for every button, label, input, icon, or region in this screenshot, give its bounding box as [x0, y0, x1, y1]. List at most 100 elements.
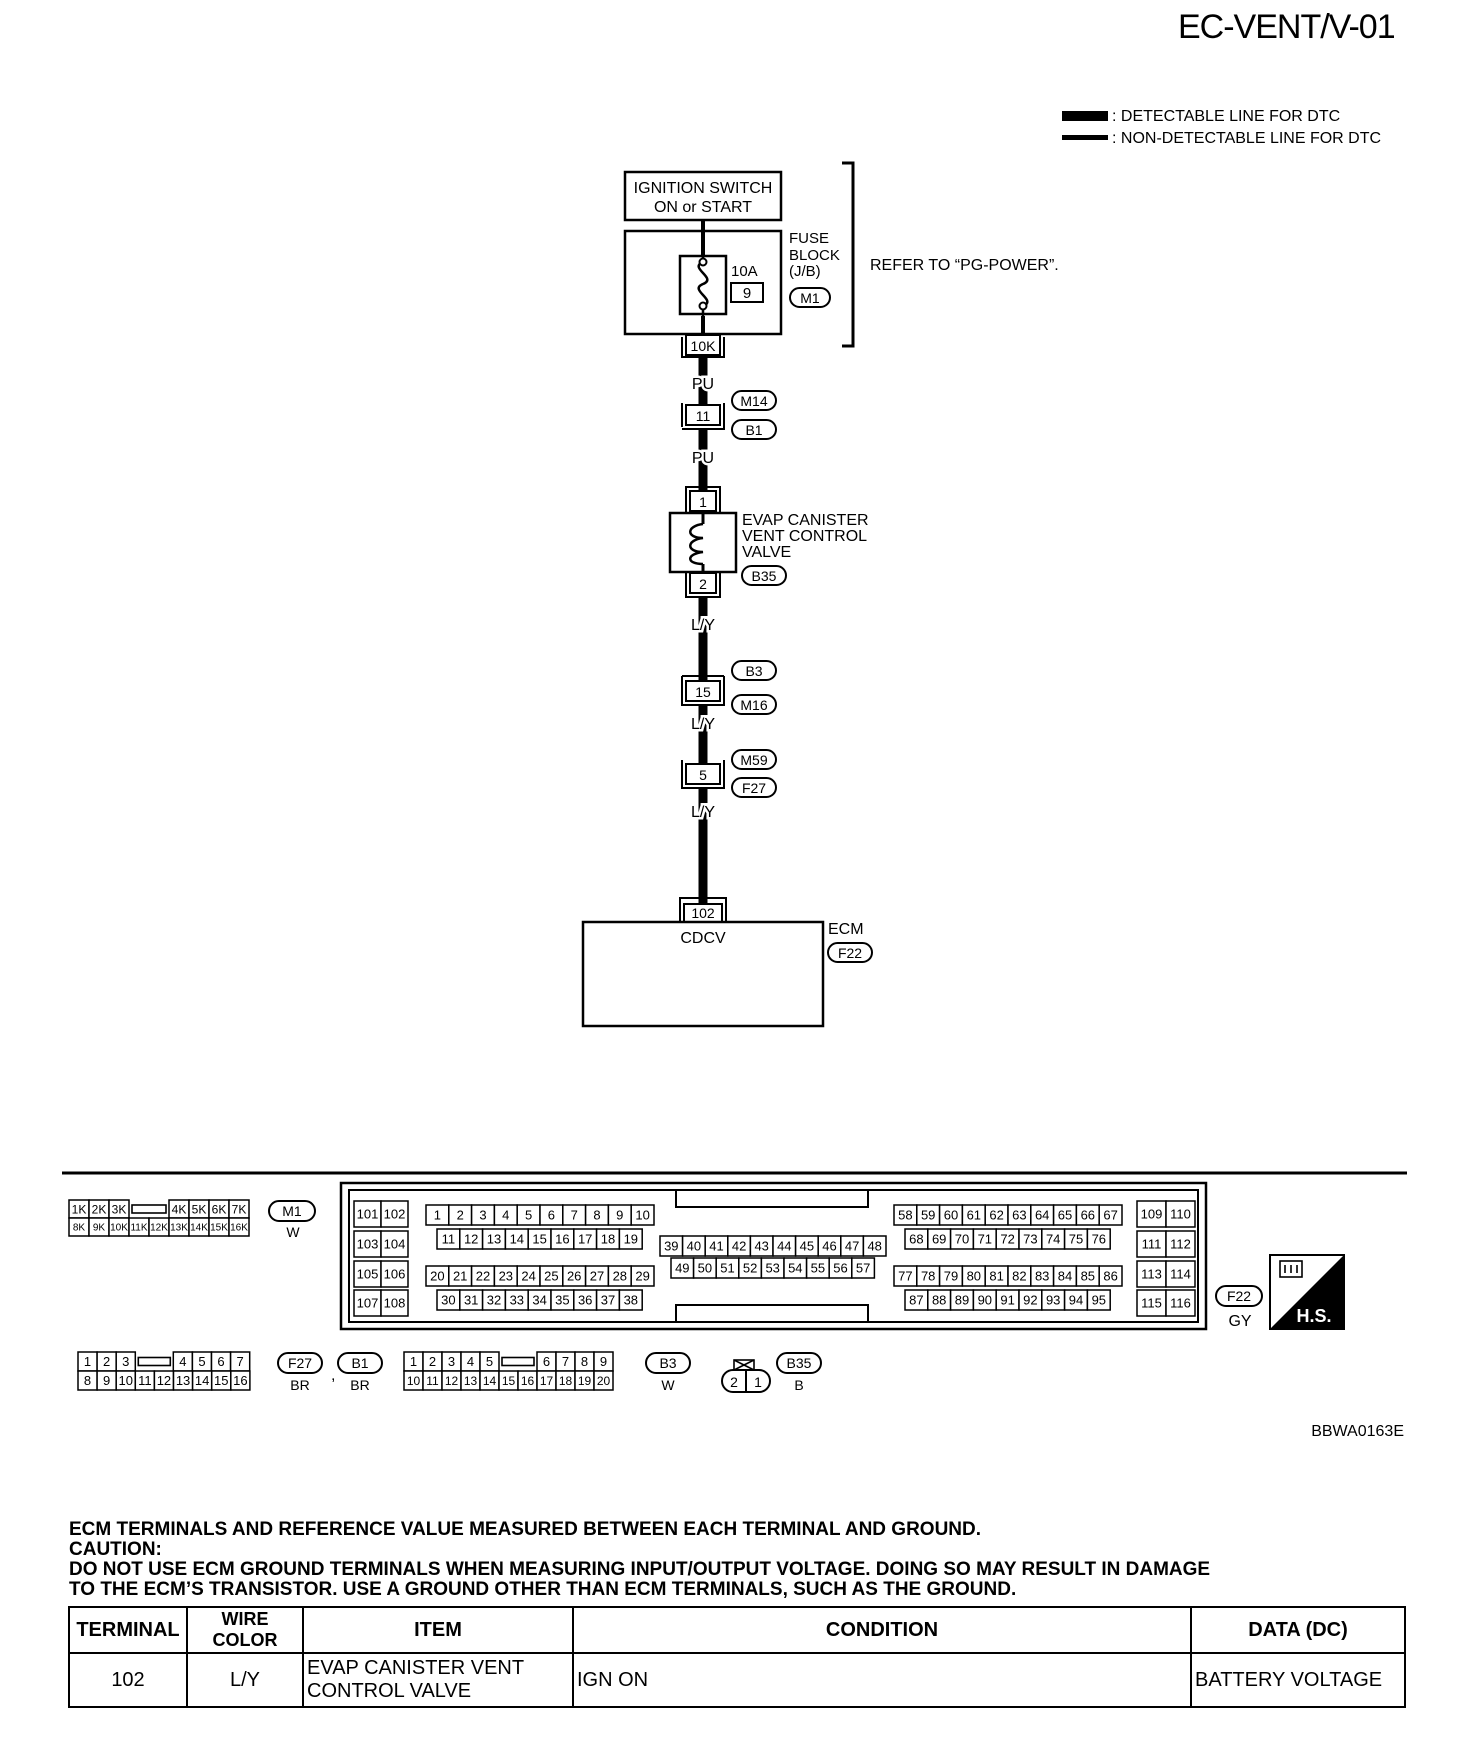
joint-connector-5-box: [685, 763, 721, 785]
f22-pin: 15: [532, 1232, 546, 1247]
notes-line-1: ECM TERMINALS AND REFERENCE VALUE MEASUR…: [69, 1519, 982, 1540]
f22-pin: 74: [1046, 1232, 1060, 1247]
b3-cell: [593, 1370, 614, 1391]
f22-cell: [1165, 1289, 1196, 1317]
f22-pin: 73: [1023, 1232, 1037, 1247]
b3-pin: 2: [429, 1354, 436, 1369]
f22-pin: 26: [567, 1269, 581, 1284]
f22-pin: 115: [1141, 1296, 1162, 1311]
figure-id: BBWA0163E: [1311, 1423, 1404, 1440]
connector-face-b35-color: B: [794, 1377, 803, 1393]
m1-pin: 2K: [92, 1202, 107, 1216]
f27-pin: 9: [103, 1373, 110, 1388]
cell-condition: IGN ON: [572, 1652, 1192, 1708]
f22-pin: 55: [811, 1261, 825, 1276]
f22-pin: 79: [944, 1269, 958, 1284]
f22-cell: [353, 1260, 382, 1288]
m1-pin: 7K: [232, 1202, 247, 1216]
f22-pin: 116: [1170, 1296, 1191, 1311]
b3-pin: 15: [502, 1374, 516, 1388]
ecm-label: ECM: [828, 921, 864, 938]
f22-pin: 101: [357, 1207, 379, 1222]
m1-key: [131, 1204, 167, 1214]
b3-pin: 11: [426, 1374, 439, 1388]
fuse-block-label-2: BLOCK: [789, 247, 840, 264]
f27-pin: 13: [176, 1373, 190, 1388]
f22-pin: 102: [384, 1207, 406, 1222]
f22-pin: 24: [521, 1269, 535, 1284]
fuse-number: 9: [743, 285, 751, 302]
m1-pin: 10K: [110, 1223, 128, 1234]
f22-pin: 67: [1103, 1208, 1117, 1223]
f22-cell: [630, 1204, 655, 1226]
f22-pin: 62: [989, 1208, 1003, 1223]
connector-tag-b35: [741, 565, 787, 586]
connector-face-separator: ,: [331, 1367, 335, 1384]
f22-cell: [353, 1289, 382, 1317]
f22-pin: 111: [1142, 1237, 1162, 1252]
header-terminal: TERMINAL: [68, 1606, 188, 1654]
f27-pin: 14: [195, 1373, 209, 1388]
connector-face-b1-color: BR: [350, 1377, 369, 1393]
f22-pin: 14: [510, 1232, 524, 1247]
connector-face-b1-id: B1: [351, 1355, 368, 1371]
f22-cell: [1165, 1200, 1196, 1228]
solenoid-coil-icon: [689, 522, 704, 566]
legend-non-detectable-text: : NON-DETECTABLE LINE FOR DTC: [1112, 130, 1381, 147]
f22-pin: 29: [635, 1269, 649, 1284]
f22-pin: 92: [1023, 1293, 1037, 1308]
connector-tag-m1: [789, 287, 831, 308]
cell-data: BATTERY VOLTAGE: [1190, 1652, 1406, 1708]
f22-pin: 18: [601, 1232, 615, 1247]
f22-cell: [630, 1265, 655, 1287]
f22-pin: 95: [1092, 1293, 1106, 1308]
f22-pin: 69: [932, 1232, 946, 1247]
b3-pin: 19: [578, 1374, 592, 1388]
f22-pin: 56: [833, 1261, 847, 1276]
f22-pin: 83: [1035, 1269, 1049, 1284]
cell-item: EVAP CANISTER VENT CONTROL VALVE: [302, 1652, 574, 1708]
ecm-terminal-table: TERMINAL WIRE COLOR ITEM CONDITION DATA …: [68, 1606, 1406, 1708]
f22-pin: 58: [898, 1208, 912, 1223]
b3-pin: 5: [486, 1354, 493, 1369]
f22-pin: 43: [754, 1239, 768, 1254]
f22-pin: 57: [856, 1261, 870, 1276]
f22-pin: 34: [532, 1293, 546, 1308]
f22-cell: [862, 1235, 887, 1257]
connector-face-b35-id: B35: [787, 1355, 812, 1371]
header-condition: CONDITION: [572, 1606, 1192, 1654]
f22-cell: [1086, 1228, 1111, 1250]
connector-tag-f27: [731, 777, 777, 798]
b3-pin: 20: [597, 1374, 611, 1388]
b3-pin: 4: [467, 1354, 474, 1369]
f22-pin: 84: [1058, 1269, 1072, 1284]
f22-pin: 89: [955, 1293, 969, 1308]
f22-pin: 22: [476, 1269, 490, 1284]
f22-pin: 8: [593, 1208, 600, 1223]
f22-pin: 114: [1170, 1267, 1191, 1282]
f27-pin: 12: [157, 1373, 171, 1388]
f22-cell: [1136, 1200, 1167, 1228]
f22-pin: 2: [457, 1208, 464, 1223]
f22-pin: 46: [822, 1239, 836, 1254]
b3-pin: 6: [543, 1354, 550, 1369]
b3-pin: 17: [540, 1374, 554, 1388]
m1-pin: 8K: [73, 1223, 86, 1234]
f22-cell: [1165, 1230, 1196, 1258]
connector-face-b35-pin-2: 2: [730, 1374, 738, 1390]
wire-color-pu-1: PU: [692, 376, 714, 393]
header-wire-color: WIRE COLOR: [186, 1606, 304, 1654]
f27-pin: 7: [237, 1354, 244, 1369]
f22-pin: 77: [898, 1269, 912, 1284]
connector-face-f27-id: F27: [288, 1355, 312, 1371]
ecm-terminal-102-bracket: [679, 897, 727, 922]
b3-pin: 13: [464, 1374, 478, 1388]
connector-tag-f22: [827, 942, 873, 963]
b3-pin: 18: [559, 1374, 573, 1388]
fuse-block-label-1: FUSE: [789, 230, 829, 247]
valve-label-3: VALVE: [742, 544, 791, 561]
fuse-end-top: [698, 257, 708, 267]
f22-pin: 91: [1000, 1293, 1014, 1308]
